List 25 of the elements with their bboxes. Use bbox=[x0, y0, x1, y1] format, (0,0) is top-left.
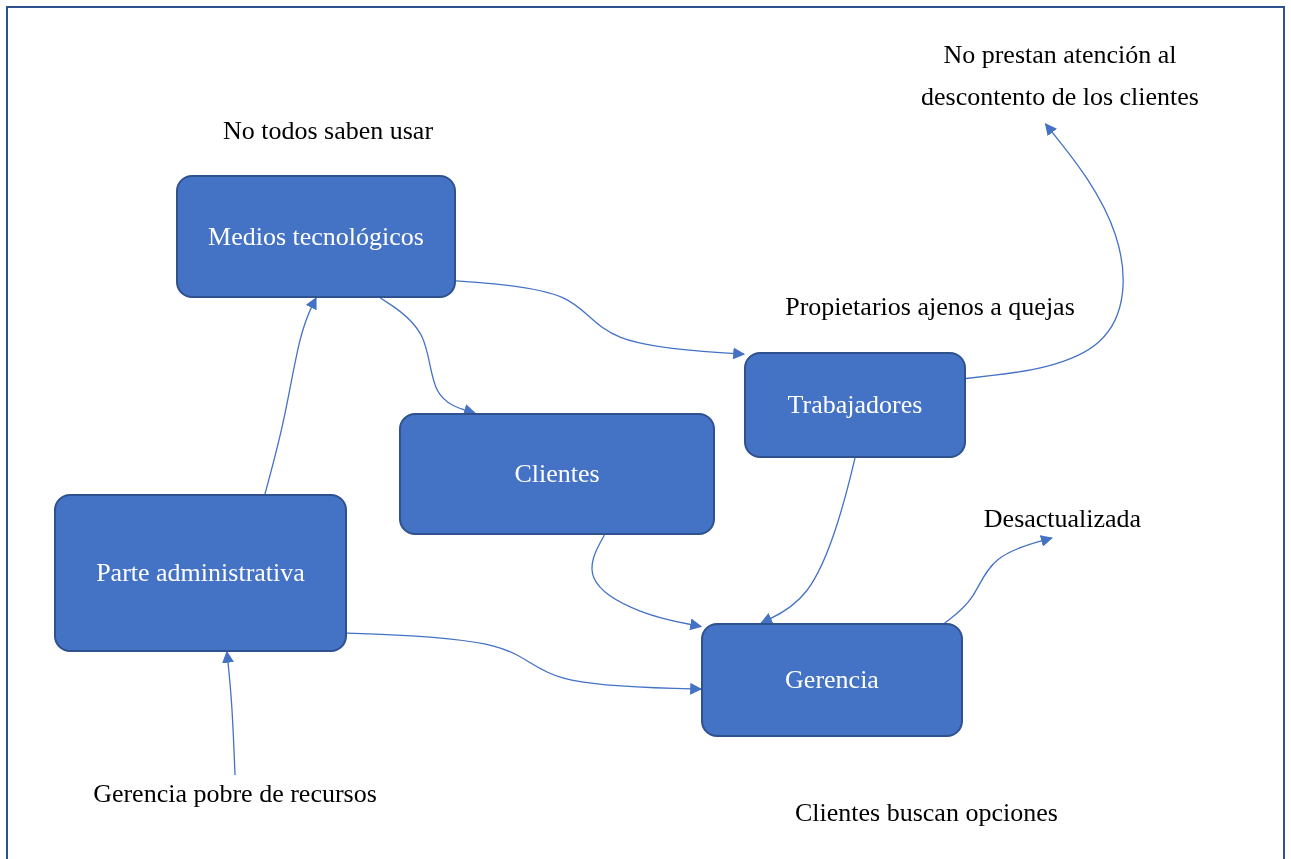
note-text: Gerencia pobre de recursos bbox=[93, 778, 377, 811]
process-box bbox=[701, 623, 963, 737]
arrow bbox=[455, 280, 746, 360]
box-text: Medios tecnológicos bbox=[208, 220, 424, 253]
box-text: Parte administrativa bbox=[96, 557, 305, 590]
arrow bbox=[591, 534, 703, 631]
note-text: Clientes buscan opciones bbox=[795, 798, 1058, 828]
node-caption: Propietarios ajenos a quejas bbox=[784, 292, 1076, 322]
arrow bbox=[944, 535, 1053, 624]
box-text: Clientes bbox=[514, 458, 600, 491]
arrow bbox=[379, 297, 476, 416]
arrow bbox=[222, 650, 236, 776]
note-text: No prestan atención al descontento de los clientes bbox=[920, 39, 1200, 113]
arrow bbox=[965, 123, 1124, 380]
arrow bbox=[346, 632, 703, 695]
box-text: Trabajadores bbox=[787, 389, 923, 422]
arrow bbox=[760, 457, 856, 624]
process-box bbox=[744, 352, 966, 458]
process-box bbox=[399, 413, 715, 535]
process-box bbox=[54, 494, 347, 652]
node-caption: No todos saben usar bbox=[221, 116, 435, 146]
note-text: Desactualizada bbox=[983, 503, 1142, 536]
arrow bbox=[264, 296, 317, 495]
process-box bbox=[176, 175, 456, 298]
box-text: Gerencia bbox=[785, 664, 879, 697]
